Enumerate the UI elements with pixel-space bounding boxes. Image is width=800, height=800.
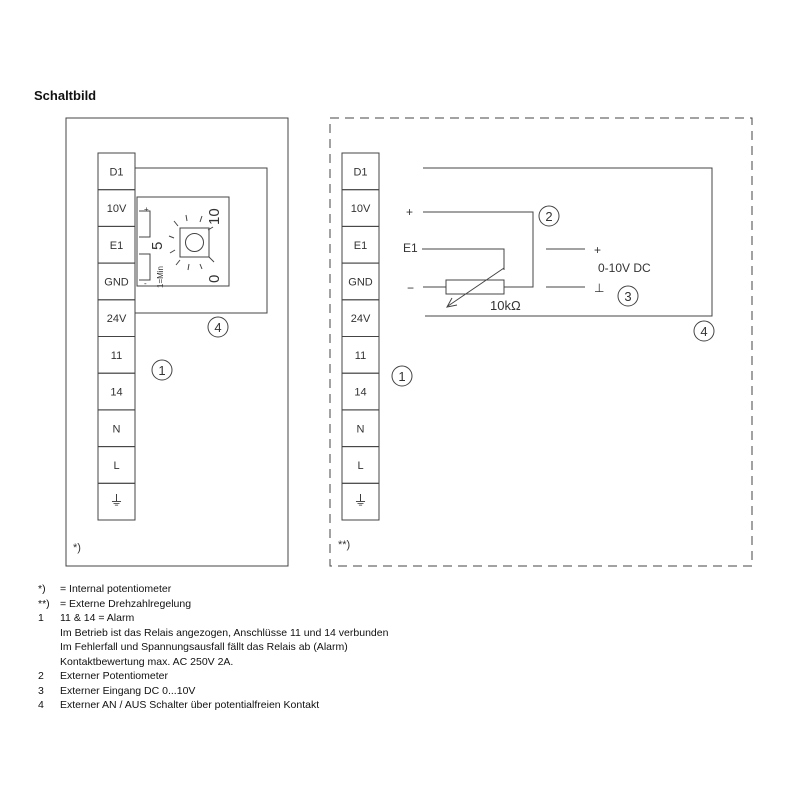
legend-key [38, 655, 60, 670]
terminal-label: E1 [354, 240, 367, 252]
wiper-arrow [447, 267, 505, 307]
terminal-label: 10V [351, 203, 371, 215]
pot-scale-0: 0 [206, 275, 223, 283]
terminal-label: D1 [353, 166, 367, 178]
terminal-label: GND [348, 276, 373, 288]
callout-circle [617, 285, 639, 307]
pot-minus-label: - [144, 279, 147, 288]
minus-label: − [407, 281, 414, 295]
callout-4: 4 [214, 320, 221, 335]
dc-voltage-label: 0-10V DC [598, 261, 651, 275]
callout-4: 4 [700, 324, 707, 339]
legend-text: 11 & 14 = Alarm [60, 612, 135, 624]
panel-frame [65, 117, 289, 567]
switch-wire [423, 167, 713, 317]
legend-key: 1 [38, 612, 44, 624]
terminal-label: 11 [111, 350, 122, 362]
ground-icon: ⏚ [110, 493, 124, 509]
legend: *) = Internal potentiometer **) = Externe D… [38, 582, 388, 713]
dc-ground-label: ⊥ [594, 281, 604, 295]
legend-key: **) [38, 597, 50, 610]
e1-label: E1 [403, 241, 418, 255]
terminal-label: D1 [109, 166, 123, 178]
pot-bracket-top [139, 210, 151, 238]
legend-text: Im Betrieb ist das Relais angezogen, Ans… [60, 626, 389, 639]
legend-text: Externer Eingang DC 0...10V [60, 684, 196, 697]
terminal-label: 14 [354, 387, 366, 399]
legend-text: = Internal potentiometer [60, 583, 172, 595]
terminal-label: E1 [110, 240, 123, 252]
callout-1: 1 [158, 363, 165, 378]
legend-item: **) = Externe Drehzahlregelung [38, 597, 388, 612]
terminal-label: L [113, 460, 119, 472]
pot-min-label: 1=Min [156, 266, 165, 288]
switch-wire [135, 167, 268, 314]
terminal-label: 14 [110, 387, 122, 399]
callout-circle [538, 205, 560, 227]
terminal-label: 11 [355, 350, 366, 362]
pot-scale-ticks [168, 214, 215, 271]
resistor [445, 279, 505, 295]
terminal-cell [341, 482, 380, 521]
potentiometer-box [136, 196, 230, 287]
pot-dial [185, 233, 204, 252]
pot-scale-5: 5 [149, 242, 166, 250]
callout-3: 3 [624, 289, 631, 304]
dc-plus-label: + [594, 243, 601, 257]
legend-text: Externer Potentiometer [60, 670, 168, 682]
legend-key: 4 [38, 699, 44, 711]
panel-note: **) [338, 539, 350, 551]
terminal-label: 24V [107, 313, 127, 325]
resistor-value: 10kΩ [490, 298, 521, 313]
callout-circle [693, 320, 715, 342]
legend-item: *) = Internal potentiometer [38, 582, 388, 597]
plus-label: + [406, 205, 413, 219]
callout-circle [207, 316, 229, 338]
pot-scale-10: 10 [206, 208, 223, 225]
terminal-label: GND [104, 276, 129, 288]
legend-item: 3 Externer Eingang DC 0...10V [38, 684, 388, 699]
pot-supply-wire [423, 211, 534, 288]
page-title: Schaltbild [34, 88, 97, 103]
terminal-cell [97, 482, 136, 521]
legend-item: 1 11 & 14 = Alarm [38, 611, 388, 626]
legend-item: 2 Externer Potentiometer [38, 669, 388, 684]
terminal-label: N [113, 423, 121, 435]
legend-text: Externer AN / AUS Schalter über potentia… [60, 699, 320, 711]
pot-plus-label: + [144, 205, 149, 214]
legend-key: *) [38, 583, 46, 595]
legend-item: Kontaktbewertung max. AC 250V 2A. [38, 655, 388, 670]
legend-key [38, 640, 60, 655]
pot-bracket-bottom [139, 253, 151, 281]
wiper-wire [422, 248, 505, 270]
legend-text: Im Fehlerfall und Spannungsausfall fällt… [60, 641, 348, 653]
arrow-head-icon [446, 297, 458, 308]
terminal-label: N [357, 423, 365, 435]
legend-text: Kontaktbewertung max. AC 250V 2A. [60, 655, 234, 668]
legend-key: 2 [38, 670, 44, 682]
callout-circle [391, 365, 413, 387]
pot-knob [179, 227, 210, 258]
terminal-label: 10V [107, 203, 127, 215]
legend-key: 3 [38, 684, 44, 697]
legend-item: 4 Externer AN / AUS Schalter über potenti… [38, 698, 388, 713]
callout-2: 2 [545, 209, 552, 224]
ground-icon: ⏚ [354, 493, 368, 509]
terminal-label: 24V [351, 313, 371, 325]
legend-text: = Externe Drehzahlregelung [60, 597, 192, 610]
callout-1: 1 [398, 369, 405, 384]
legend-key [38, 626, 60, 641]
callout-circle [151, 359, 173, 381]
panel-frame-dashed [329, 117, 753, 567]
panel-note: *) [73, 542, 81, 554]
legend-item: Im Betrieb ist das Relais angezogen, Ans… [38, 626, 388, 641]
legend-item: Im Fehlerfall und Spannungsausfall fällt… [38, 640, 388, 655]
terminal-label: L [357, 460, 363, 472]
